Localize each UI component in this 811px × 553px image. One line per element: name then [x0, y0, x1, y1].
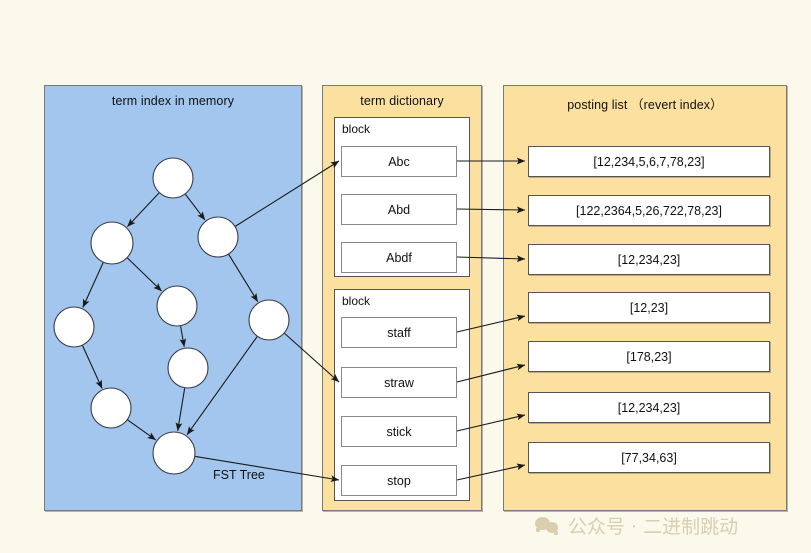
block-label: block	[342, 294, 371, 308]
posting-entry[interactable]: [12,234,23]	[528, 244, 770, 275]
term-box-abc[interactable]: Abc	[341, 146, 457, 177]
fst-tree-label: FST Tree	[213, 468, 265, 482]
term-box-straw[interactable]: straw	[341, 367, 457, 398]
posting-entry[interactable]: [122,2364,5,26,722,78,23]	[528, 195, 770, 226]
panel-posting-list-title: posting list （revert index）	[567, 98, 723, 112]
posting-entry[interactable]: [77,34,63]	[528, 442, 770, 473]
panel-term-index-title: term index in memory	[111, 94, 235, 108]
term-box-staff[interactable]: staff	[341, 317, 457, 348]
posting-entry[interactable]: [12,234,5,6,7,78,23]	[528, 146, 770, 177]
panel-term-dictionary-title: term dictionary	[360, 94, 444, 108]
term-box-abdf[interactable]: Abdf	[341, 242, 457, 273]
posting-entry[interactable]: [12,23]	[528, 292, 770, 323]
panel-term-index: term index in memory	[44, 85, 302, 511]
block-label: block	[342, 122, 371, 136]
watermark: 公众号 · 二进制跳动	[535, 512, 738, 539]
posting-entry[interactable]: [12,234,23]	[528, 392, 770, 423]
term-box-abd[interactable]: Abd	[341, 194, 457, 225]
wechat-icon	[535, 516, 561, 536]
watermark-text: 公众号 · 二进制跳动	[568, 516, 739, 538]
term-box-stick[interactable]: stick	[341, 416, 457, 447]
posting-entry[interactable]: [178,23]	[528, 341, 770, 372]
term-box-stop[interactable]: stop	[341, 465, 457, 496]
